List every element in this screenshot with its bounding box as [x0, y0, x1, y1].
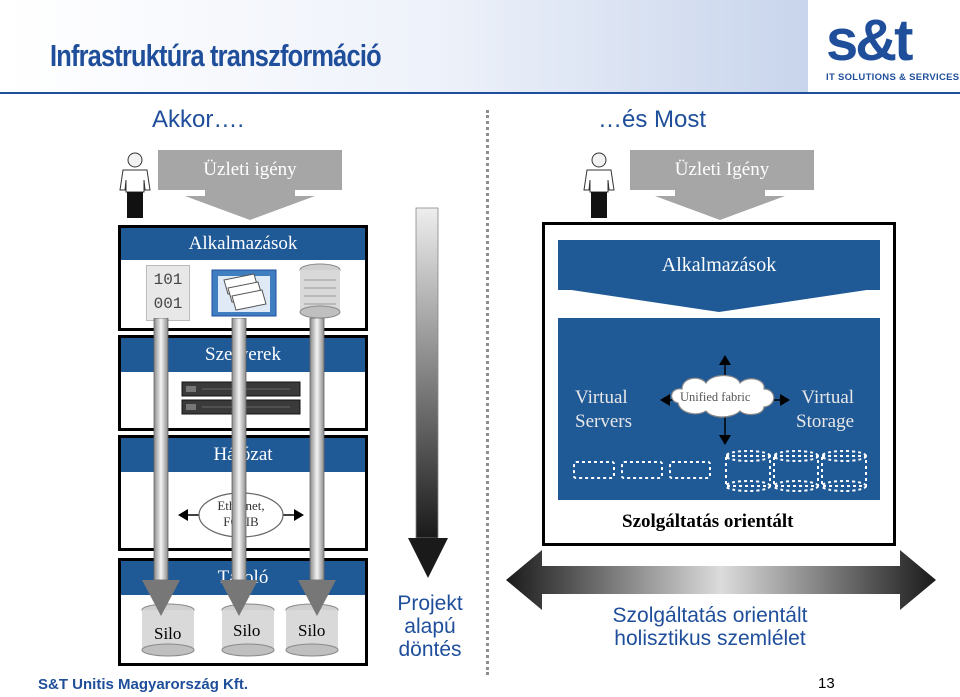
- silo-cylinder: [221, 603, 275, 657]
- silo-cylinder: [285, 603, 339, 657]
- virtual-servers-label: Virtual Servers: [575, 387, 632, 432]
- company-logo: [808, 0, 960, 92]
- footer-company: S&T Unitis Magyarország Kft.: [38, 676, 249, 693]
- logo-tagline: IT SOLUTIONS & SERVICES: [826, 72, 960, 83]
- silo-cylinders: [141, 603, 339, 657]
- arrow-down-icon: [185, 190, 315, 220]
- database-icon: [299, 263, 341, 319]
- project-decision-text: Projekt alapú döntés: [397, 592, 463, 662]
- header-band: [0, 0, 960, 92]
- applications-header: Alkalmazások: [121, 228, 365, 260]
- logo-wordmark: s&t: [826, 8, 913, 73]
- arrow-down-icon: [655, 190, 785, 220]
- right-applications-header: Alkalmazások: [558, 240, 880, 290]
- slide-title: Infrastruktúra transzformáció: [50, 38, 382, 73]
- person-icon: [119, 152, 151, 218]
- person-icon: [583, 152, 615, 218]
- silo-label-1: Silo: [154, 624, 182, 643]
- section-divider: [486, 110, 489, 675]
- silo-label-3: Silo: [298, 621, 326, 640]
- virtual-storage-label: Virtual Storage: [796, 387, 855, 432]
- mail-tray-icon: [211, 269, 277, 317]
- holistic-view-text: Szolgáltatás orientált holisztikus szeml…: [612, 604, 808, 651]
- arrow-down-icon: [220, 318, 258, 616]
- now-label: …és Most: [598, 106, 707, 133]
- left-business-need-box: Üzleti igény: [158, 150, 342, 190]
- silo-label-2: Silo: [233, 621, 261, 640]
- horizontal-double-arrow-icon: [506, 550, 936, 610]
- header-divider: [0, 92, 960, 94]
- virtual-resources-icons: [573, 450, 867, 492]
- then-label: Akkor….: [152, 106, 245, 133]
- service-oriented-label: Szolgáltatás orientált: [622, 511, 794, 532]
- silo-arrows: [142, 318, 336, 616]
- unified-fabric-cloud-icon: [660, 355, 790, 445]
- unified-fabric-label: Unified fabric: [680, 390, 751, 404]
- project-arrow: [408, 207, 448, 578]
- arrow-down-icon: [298, 318, 336, 616]
- silo-cylinder: [141, 603, 195, 657]
- page-number: 13: [818, 675, 835, 692]
- right-business-need-box: Üzleti Igény: [630, 150, 814, 190]
- binary-code-icon: 101 001: [146, 265, 190, 321]
- arrow-down-icon: [142, 318, 180, 616]
- arrow-down-icon: [558, 288, 880, 312]
